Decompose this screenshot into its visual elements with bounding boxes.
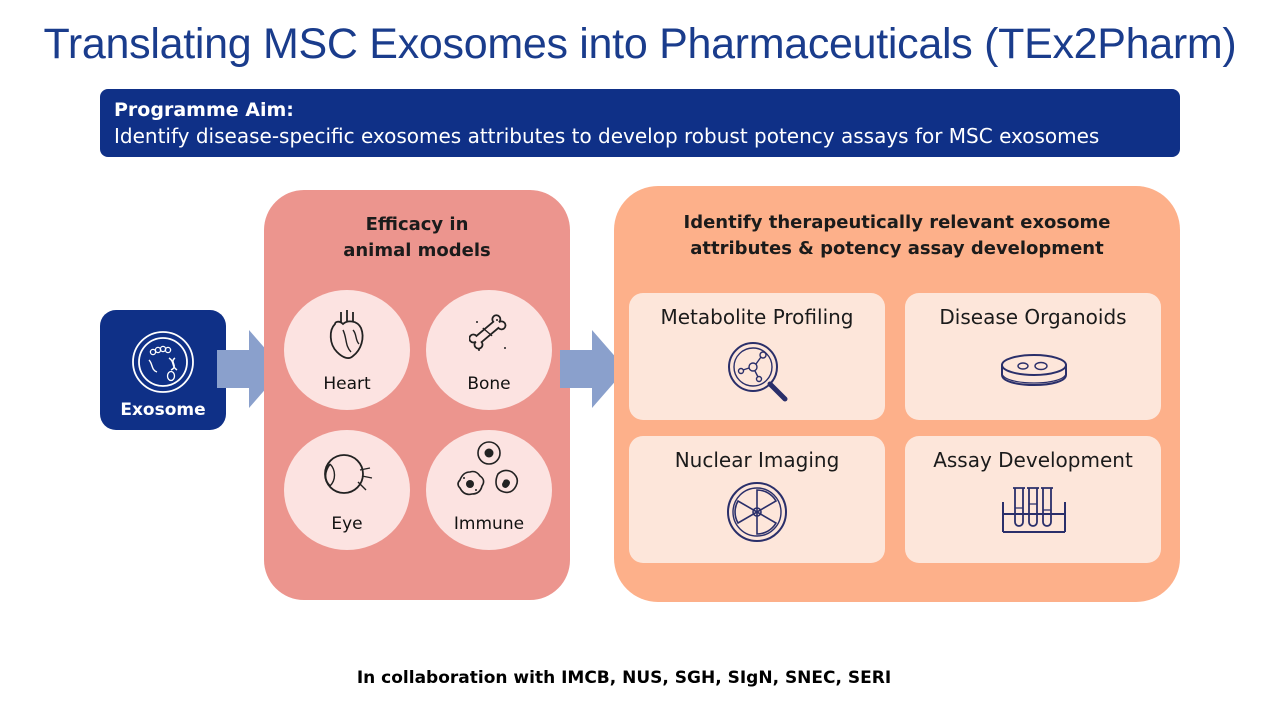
exosome-label: Exosome	[120, 400, 206, 420]
card-label: Disease Organoids	[939, 305, 1127, 329]
eye-circle: Eye	[284, 430, 410, 550]
petri-dish-icon	[1001, 354, 1067, 387]
attributes-panel-title: Identify therapeutically relevant exosom…	[614, 210, 1180, 262]
arrow-right-icon	[217, 330, 283, 408]
exosome-icon	[132, 331, 194, 393]
aim-text: Identify disease-specific exosomes attri…	[114, 124, 1100, 148]
card-label: Assay Development	[933, 448, 1133, 472]
heart-label: Heart	[323, 374, 371, 394]
arrow-right-icon	[560, 330, 626, 408]
immune-label: Immune	[453, 514, 525, 534]
collaboration-footer: In collaboration with IMCB, NUS, SGH, SI…	[356, 668, 892, 688]
card-label: Nuclear Imaging	[674, 448, 840, 472]
card-metabolite-profiling: Metabolite Profiling	[629, 293, 885, 420]
heart-icon	[329, 310, 364, 359]
immune-circle: Immune	[426, 430, 552, 550]
efficacy-title-line2: animal models	[343, 240, 491, 261]
card-nuclear-imaging: Nuclear Imaging	[629, 436, 885, 563]
eye-icon	[324, 454, 373, 494]
heart-circle: Heart	[284, 290, 410, 410]
programme-aim-banner: Programme Aim: Identify disease-specific…	[100, 89, 1180, 157]
card-label: Metabolite Profiling	[660, 305, 854, 329]
bone-icon	[469, 314, 507, 351]
magnifier-molecule-icon	[728, 342, 788, 402]
page-title: Translating MSC Exosomes into Pharmaceut…	[43, 20, 1237, 68]
card-assay-development: Assay Development	[905, 436, 1161, 563]
attributes-title-line2: attributes & potency assay development	[690, 238, 1104, 259]
card-disease-organoids: Disease Organoids	[905, 293, 1161, 420]
eye-label: Eye	[331, 514, 363, 534]
efficacy-title-line1: Efficacy in	[365, 214, 469, 235]
efficacy-panel: Efficacy in animal models Heart Bone	[264, 190, 570, 600]
attributes-panel: Identify therapeutically relevant exosom…	[614, 186, 1180, 602]
immune-cells-icon	[457, 441, 519, 496]
test-tubes-icon	[1002, 487, 1066, 533]
radiation-icon	[727, 482, 787, 542]
bone-circle: Bone	[426, 290, 552, 410]
aim-label: Programme Aim:	[114, 99, 294, 121]
exosome-box: Exosome	[100, 310, 226, 430]
bone-label: Bone	[467, 374, 511, 394]
attributes-title-line1: Identify therapeutically relevant exosom…	[683, 212, 1111, 233]
efficacy-panel-title: Efficacy in animal models	[264, 212, 570, 264]
